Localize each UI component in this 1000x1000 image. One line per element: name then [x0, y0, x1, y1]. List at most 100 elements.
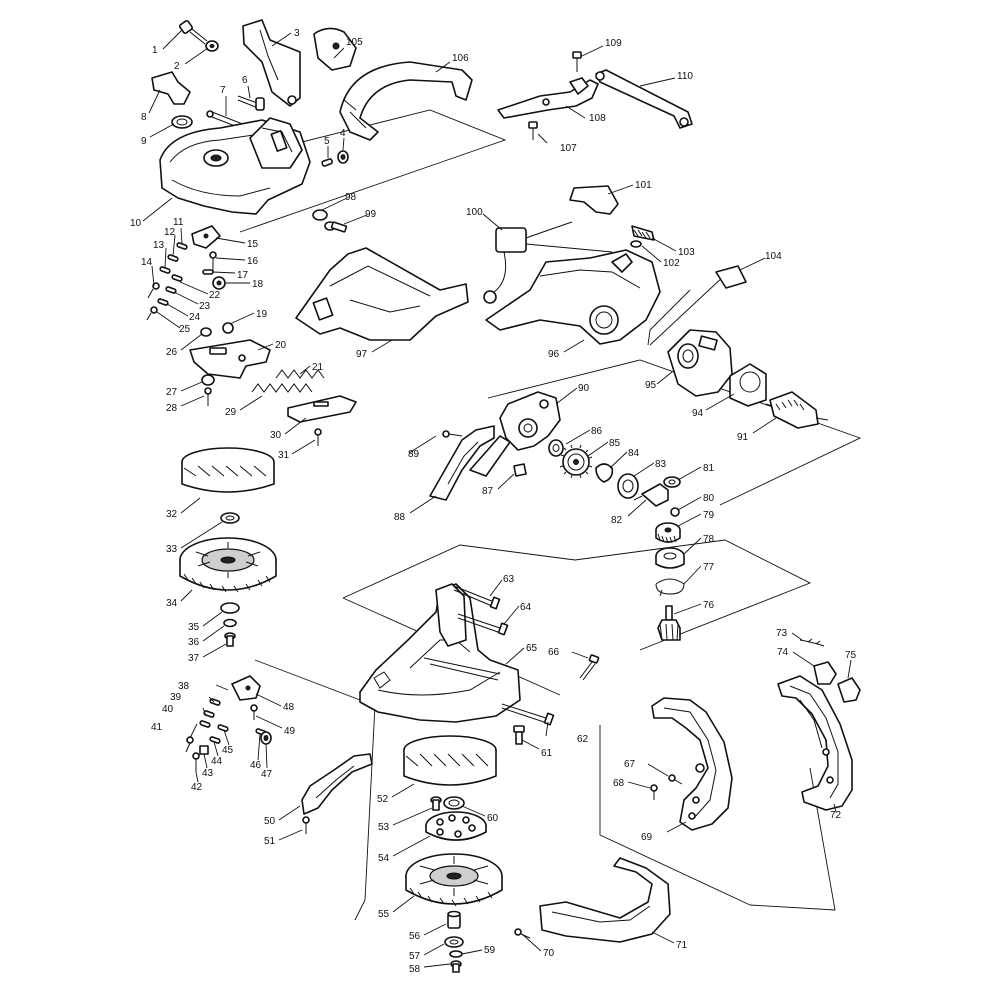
callout-label: 55 — [378, 909, 390, 920]
callout-label: 50 — [264, 816, 276, 827]
callout-label: 86 — [591, 426, 603, 437]
bolt-part-62 — [501, 703, 555, 726]
callout-label: 59 — [484, 945, 496, 956]
callout-label: 38 — [178, 681, 190, 692]
pin-part-24 — [157, 298, 169, 306]
bearing-part-83 — [617, 473, 639, 499]
washer-part-9 — [171, 115, 193, 129]
callout-label: 31 — [278, 450, 290, 461]
ring-part-77 — [655, 578, 685, 595]
cover-part-97 — [295, 247, 469, 341]
callout-label: 74 — [777, 647, 789, 658]
pin-part-44 — [209, 736, 221, 744]
spindle-part-76 — [657, 605, 681, 641]
callout-label: 32 — [166, 509, 178, 520]
screw-part-70 — [514, 928, 531, 939]
screw-part-1 — [179, 20, 208, 45]
grip-and-arm — [313, 27, 473, 141]
callout-label: 78 — [703, 534, 715, 545]
callout-label: 84 — [628, 448, 640, 459]
callout-label: 99 — [365, 209, 377, 220]
callout-label: 90 — [578, 383, 590, 394]
screw-part-31 — [314, 428, 322, 446]
lower-small-parts — [185, 675, 373, 834]
frame-part-65 — [359, 583, 521, 723]
callout-label: 40 — [162, 704, 174, 715]
callout-label: 9 — [141, 136, 147, 147]
gear-part-79 — [655, 522, 681, 544]
screw-part-25 — [146, 306, 158, 321]
callout-label: 77 — [703, 562, 715, 573]
pin-part-12 — [167, 254, 179, 262]
callout-label: 46 — [250, 760, 262, 771]
knob-part-8 — [151, 71, 191, 105]
armature-part-91 — [769, 391, 819, 429]
screw-part-68 — [650, 784, 658, 800]
disk-part-54 — [425, 811, 487, 841]
screw-part-37 — [224, 632, 236, 647]
callout-label: 87 — [482, 486, 494, 497]
screw-part-42 — [192, 752, 200, 772]
callout-label: 44 — [211, 756, 223, 767]
callout-label: 75 — [845, 650, 857, 661]
motor-assembly — [667, 329, 829, 429]
callout-label: 73 — [776, 628, 788, 639]
lower-wheel-assembly — [403, 735, 503, 973]
callout-labels: 1 2 3 4 5 6 7 8 9 10 11 12 13 14 15 16 1… — [130, 28, 857, 975]
screw-part-49 — [250, 704, 258, 720]
callout-label: 70 — [543, 948, 555, 959]
callout-label: 63 — [503, 574, 515, 585]
bolt-part-63 — [453, 585, 501, 610]
gearbox-assembly — [429, 391, 685, 641]
motor-housing-and-wiring — [483, 185, 747, 345]
guard-part-71 — [539, 857, 671, 943]
callout-label: 20 — [275, 340, 287, 351]
callout-label: 95 — [645, 380, 657, 391]
callout-label: 53 — [378, 822, 390, 833]
callout-label: 72 — [830, 810, 842, 821]
callout-label: 104 — [765, 251, 782, 262]
callout-label: 37 — [188, 653, 200, 664]
callout-label: 71 — [676, 940, 688, 951]
callout-label: 101 — [635, 180, 652, 191]
switch-part-75 — [837, 677, 861, 703]
bearing-part-86 — [548, 439, 564, 457]
callout-label: 17 — [237, 270, 249, 281]
callout-label: 98 — [345, 192, 357, 203]
callout-label: 60 — [487, 813, 499, 824]
callout-label: 88 — [394, 512, 406, 523]
stator-part-94 — [729, 363, 767, 407]
callout-label: 3 — [294, 28, 300, 39]
plate-part-20 — [189, 339, 271, 379]
callout-label: 18 — [252, 279, 264, 290]
callout-label: 51 — [264, 836, 276, 847]
callout-label: 10 — [130, 218, 142, 229]
screw-part-61 — [513, 725, 525, 745]
leader-lines — [142, 29, 852, 968]
plate-part-30 — [287, 395, 357, 423]
ring-part-84 — [595, 463, 614, 483]
pin-part-66 — [579, 654, 600, 681]
pin-part-5 — [321, 158, 333, 167]
ring-part-102 — [630, 240, 642, 248]
wheel-part-55 — [405, 853, 503, 907]
screw-part-43 — [199, 745, 209, 755]
callout-label: 81 — [703, 463, 715, 474]
washer-part-36 — [223, 618, 237, 628]
callout-label: 42 — [191, 782, 203, 793]
callout-label: 5 — [324, 136, 330, 147]
callout-label: 16 — [247, 256, 259, 267]
pin-part-17 — [202, 269, 214, 275]
key-part-80 — [670, 507, 680, 517]
callout-label: 103 — [678, 247, 695, 258]
nut-part-19 — [222, 322, 234, 334]
callout-label: 106 — [452, 53, 469, 64]
screw-part-89 — [442, 430, 463, 438]
washer-part-59 — [449, 950, 463, 958]
callout-label: 41 — [151, 722, 163, 733]
callout-label: 65 — [526, 643, 538, 654]
callout-label: 105 — [346, 37, 363, 48]
callout-label: 91 — [737, 432, 749, 443]
washer-part-60 — [443, 796, 465, 810]
